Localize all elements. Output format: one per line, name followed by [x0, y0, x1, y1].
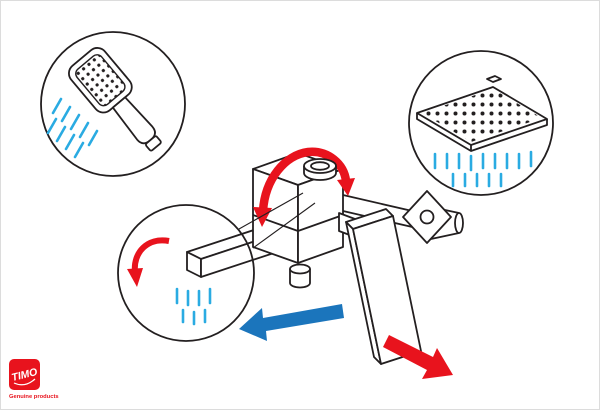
rain-shower-edge [416, 113, 548, 152]
leader-line [252, 202, 316, 249]
direction-arrows [239, 304, 453, 379]
handle-lever [338, 208, 422, 365]
rain-shower-connector [486, 75, 502, 83]
logo-swoosh [13, 378, 36, 386]
rain-shower-nozzles [422, 89, 542, 142]
hand-shower-icon [68, 47, 162, 152]
right-direction-arrow [383, 335, 453, 379]
flange-bore [419, 209, 435, 225]
wall-connection [342, 190, 464, 244]
diverter-knob [303, 158, 337, 181]
hand-shower-spray-lines [46, 97, 99, 159]
rain-spray-lines [433, 150, 533, 188]
spout-detail-callout [117, 192, 316, 342]
logo-mark [9, 359, 40, 390]
rain-shower-callout [408, 50, 554, 196]
rain-shower-icon [416, 75, 548, 152]
left-direction-arrow [239, 304, 344, 341]
pipe-cap [454, 212, 464, 234]
shower-handle-nut [145, 135, 162, 152]
faucet-assembly [186, 147, 464, 365]
hand-shower-callout [40, 31, 186, 177]
spout-rotation-arrow-icon [127, 237, 170, 287]
leader-line [238, 192, 304, 230]
brand-logo: TIMO Genuine products [9, 359, 59, 400]
water-outlet [289, 263, 311, 289]
logo-tagline: Genuine products [9, 394, 59, 400]
spout-spray-lines [175, 287, 212, 326]
callout-circle [117, 204, 255, 342]
rotation-arrow-icon [253, 147, 355, 227]
shower-head-face [75, 54, 126, 107]
body-seam [252, 214, 344, 232]
